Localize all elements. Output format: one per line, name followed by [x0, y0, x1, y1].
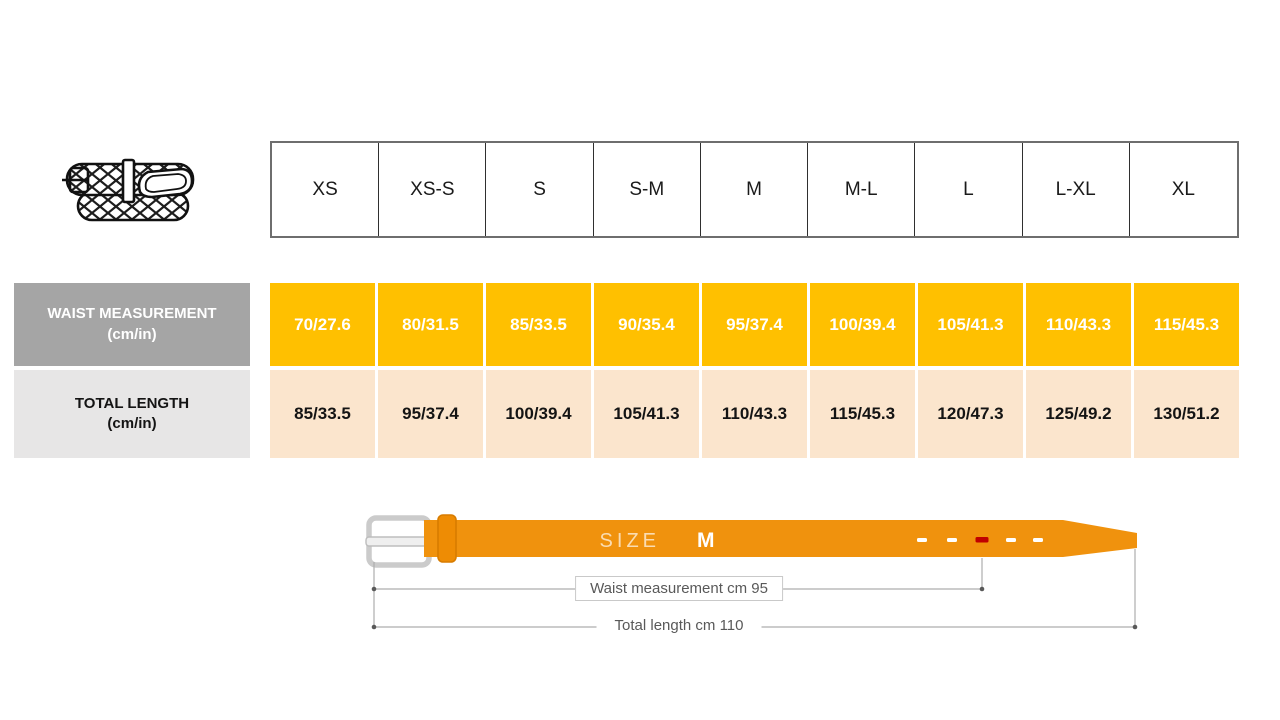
length-value-cell: 115/45.3: [810, 370, 915, 458]
length-value-cell: 105/41.3: [594, 370, 699, 458]
belt-hole-selected: [975, 537, 989, 543]
length-value-cell: 120/47.3: [918, 370, 1023, 458]
braided-belt-icon: [62, 158, 195, 222]
waist-measurement-values-row: 70/27.6 80/31.5 85/33.5 90/35.4 95/37.4 …: [270, 283, 1239, 366]
length-value-cell: 95/37.4: [378, 370, 483, 458]
waist-measurement-note: Waist measurement cm 95: [575, 576, 783, 601]
belt-measurement-diagram: SIZE M: [365, 514, 1138, 630]
size-header-row: XS XS-S S S-M M M-L L L-XL XL: [270, 141, 1239, 238]
size-header-cell: M: [701, 143, 809, 236]
size-header-cell: XS: [272, 143, 380, 236]
length-value-cell: 110/43.3: [702, 370, 807, 458]
length-value-cell: 100/39.4: [486, 370, 591, 458]
belt-keeper-loop: [437, 514, 457, 563]
size-value: M: [697, 529, 715, 552]
belt-hole: [947, 538, 957, 542]
buckle-prong: [365, 536, 435, 547]
size-header-cell: S: [486, 143, 594, 236]
size-header-cell: XL: [1171, 178, 1195, 200]
belt-keeper: [121, 158, 136, 204]
waist-value-cell: 80/31.5: [378, 283, 483, 366]
waist-value-cell: 70/27.6: [270, 283, 375, 366]
waist-value-cell: 100/39.4: [810, 283, 915, 366]
length-value-cell: 130/51.2: [1134, 370, 1239, 458]
belt-strap: [424, 520, 1137, 557]
length-value-cell: 85/33.5: [270, 370, 375, 458]
size-header-cell: M-L: [808, 143, 916, 236]
total-length-row-label: TOTAL LENGTH (cm/in): [14, 370, 250, 458]
waist-measurement-row-label: WAIST MEASUREMENT (cm/in): [14, 283, 250, 366]
measurement-endpoints: [371, 586, 1138, 630]
size-label: SIZE: [600, 530, 660, 552]
length-label-text: TOTAL LENGTH: [74, 394, 190, 412]
waist-value-cell: 85/33.5: [486, 283, 591, 366]
size-header-cell: L-XL: [1023, 143, 1130, 236]
size-header-cell: L: [915, 143, 1023, 236]
size-header-cell: S-M: [594, 143, 701, 236]
belt-hole: [1033, 538, 1043, 542]
size-header-cell: XS-S: [379, 143, 487, 236]
waist-label-text: WAIST MEASUREMENT: [47, 305, 217, 323]
belt-hole: [1006, 538, 1016, 542]
waist-value-cell: 115/45.3: [1134, 283, 1239, 366]
waist-label-unit: (cm/in): [107, 325, 157, 343]
total-length-values-row: 85/33.5 95/37.4 100/39.4 105/41.3 110/43…: [270, 370, 1239, 458]
waist-value-cell: 95/37.4: [702, 283, 807, 366]
belt-tip: [137, 167, 194, 199]
waist-value-cell: 105/41.3: [918, 283, 1023, 366]
waist-value-cell: 110/43.3: [1026, 283, 1131, 366]
length-value-cell: 125/49.2: [1026, 370, 1131, 458]
waist-value-cell: 90/35.4: [594, 283, 699, 366]
belt-hole: [917, 538, 927, 542]
total-length-note: Total length cm 110: [596, 615, 762, 636]
length-label-unit: (cm/in): [107, 415, 157, 432]
